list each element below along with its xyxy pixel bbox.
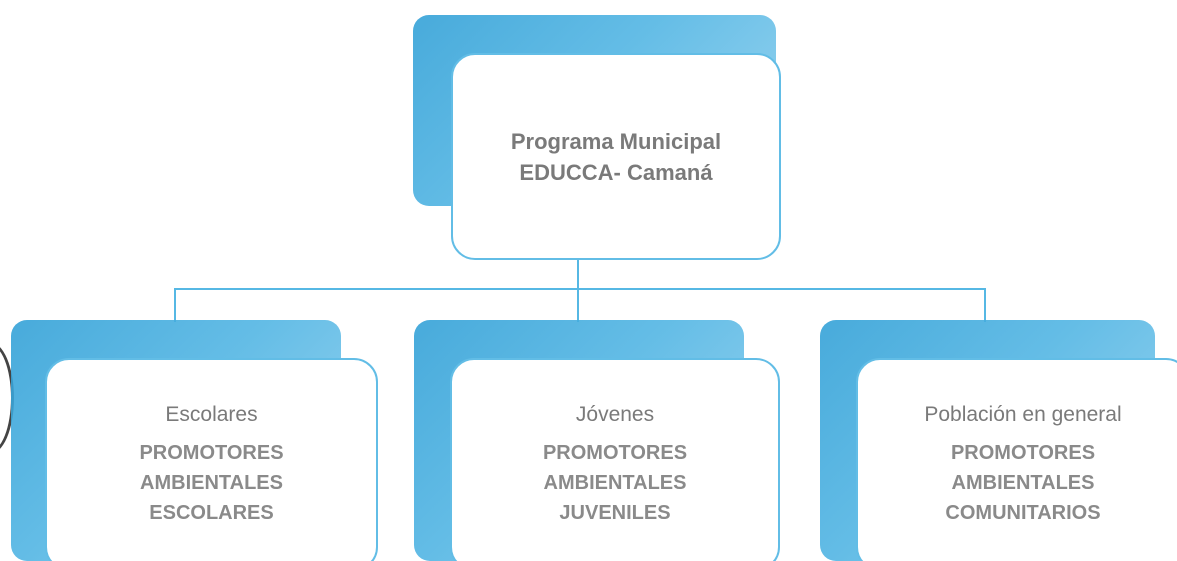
root-node: Programa Municipal EDUCCA- Camaná bbox=[451, 53, 781, 260]
child-line-3: ESCOLARES bbox=[149, 501, 274, 524]
left-branch-connector bbox=[174, 288, 176, 322]
root-vertical-connector bbox=[577, 258, 579, 289]
root-title-line-2: EDUCCA- Camaná bbox=[519, 159, 713, 185]
child-heading: Escolares bbox=[165, 402, 258, 426]
child-line-3: JUVENILES bbox=[559, 501, 671, 524]
child-node-escolares: Escolares PROMOTORES AMBIENTALES ESCOLAR… bbox=[45, 358, 378, 561]
right-branch-connector bbox=[984, 288, 986, 322]
middle-branch-connector bbox=[577, 288, 579, 322]
child-line-1: PROMOTORES bbox=[542, 441, 688, 464]
child-line-3: COMUNITARIOS bbox=[945, 501, 1101, 524]
root-title-line-1: Programa Municipal bbox=[510, 128, 722, 154]
child-heading: Población en general bbox=[924, 402, 1122, 426]
child-line-2: AMBIENTALES bbox=[543, 471, 687, 494]
child-line-2: AMBIENTALES bbox=[140, 471, 283, 494]
child-line-1: PROMOTORES bbox=[950, 441, 1096, 464]
child-line-1: PROMOTORES bbox=[139, 441, 284, 464]
child-node-jovenes: Jóvenes PROMOTORES AMBIENTALES JUVENILES bbox=[450, 358, 780, 561]
horizontal-connector bbox=[174, 288, 986, 290]
child-heading: Jóvenes bbox=[575, 402, 655, 426]
child-node-poblacion: Población en general PROMOTORES AMBIENTA… bbox=[856, 358, 1177, 561]
child-line-2: AMBIENTALES bbox=[951, 471, 1095, 494]
